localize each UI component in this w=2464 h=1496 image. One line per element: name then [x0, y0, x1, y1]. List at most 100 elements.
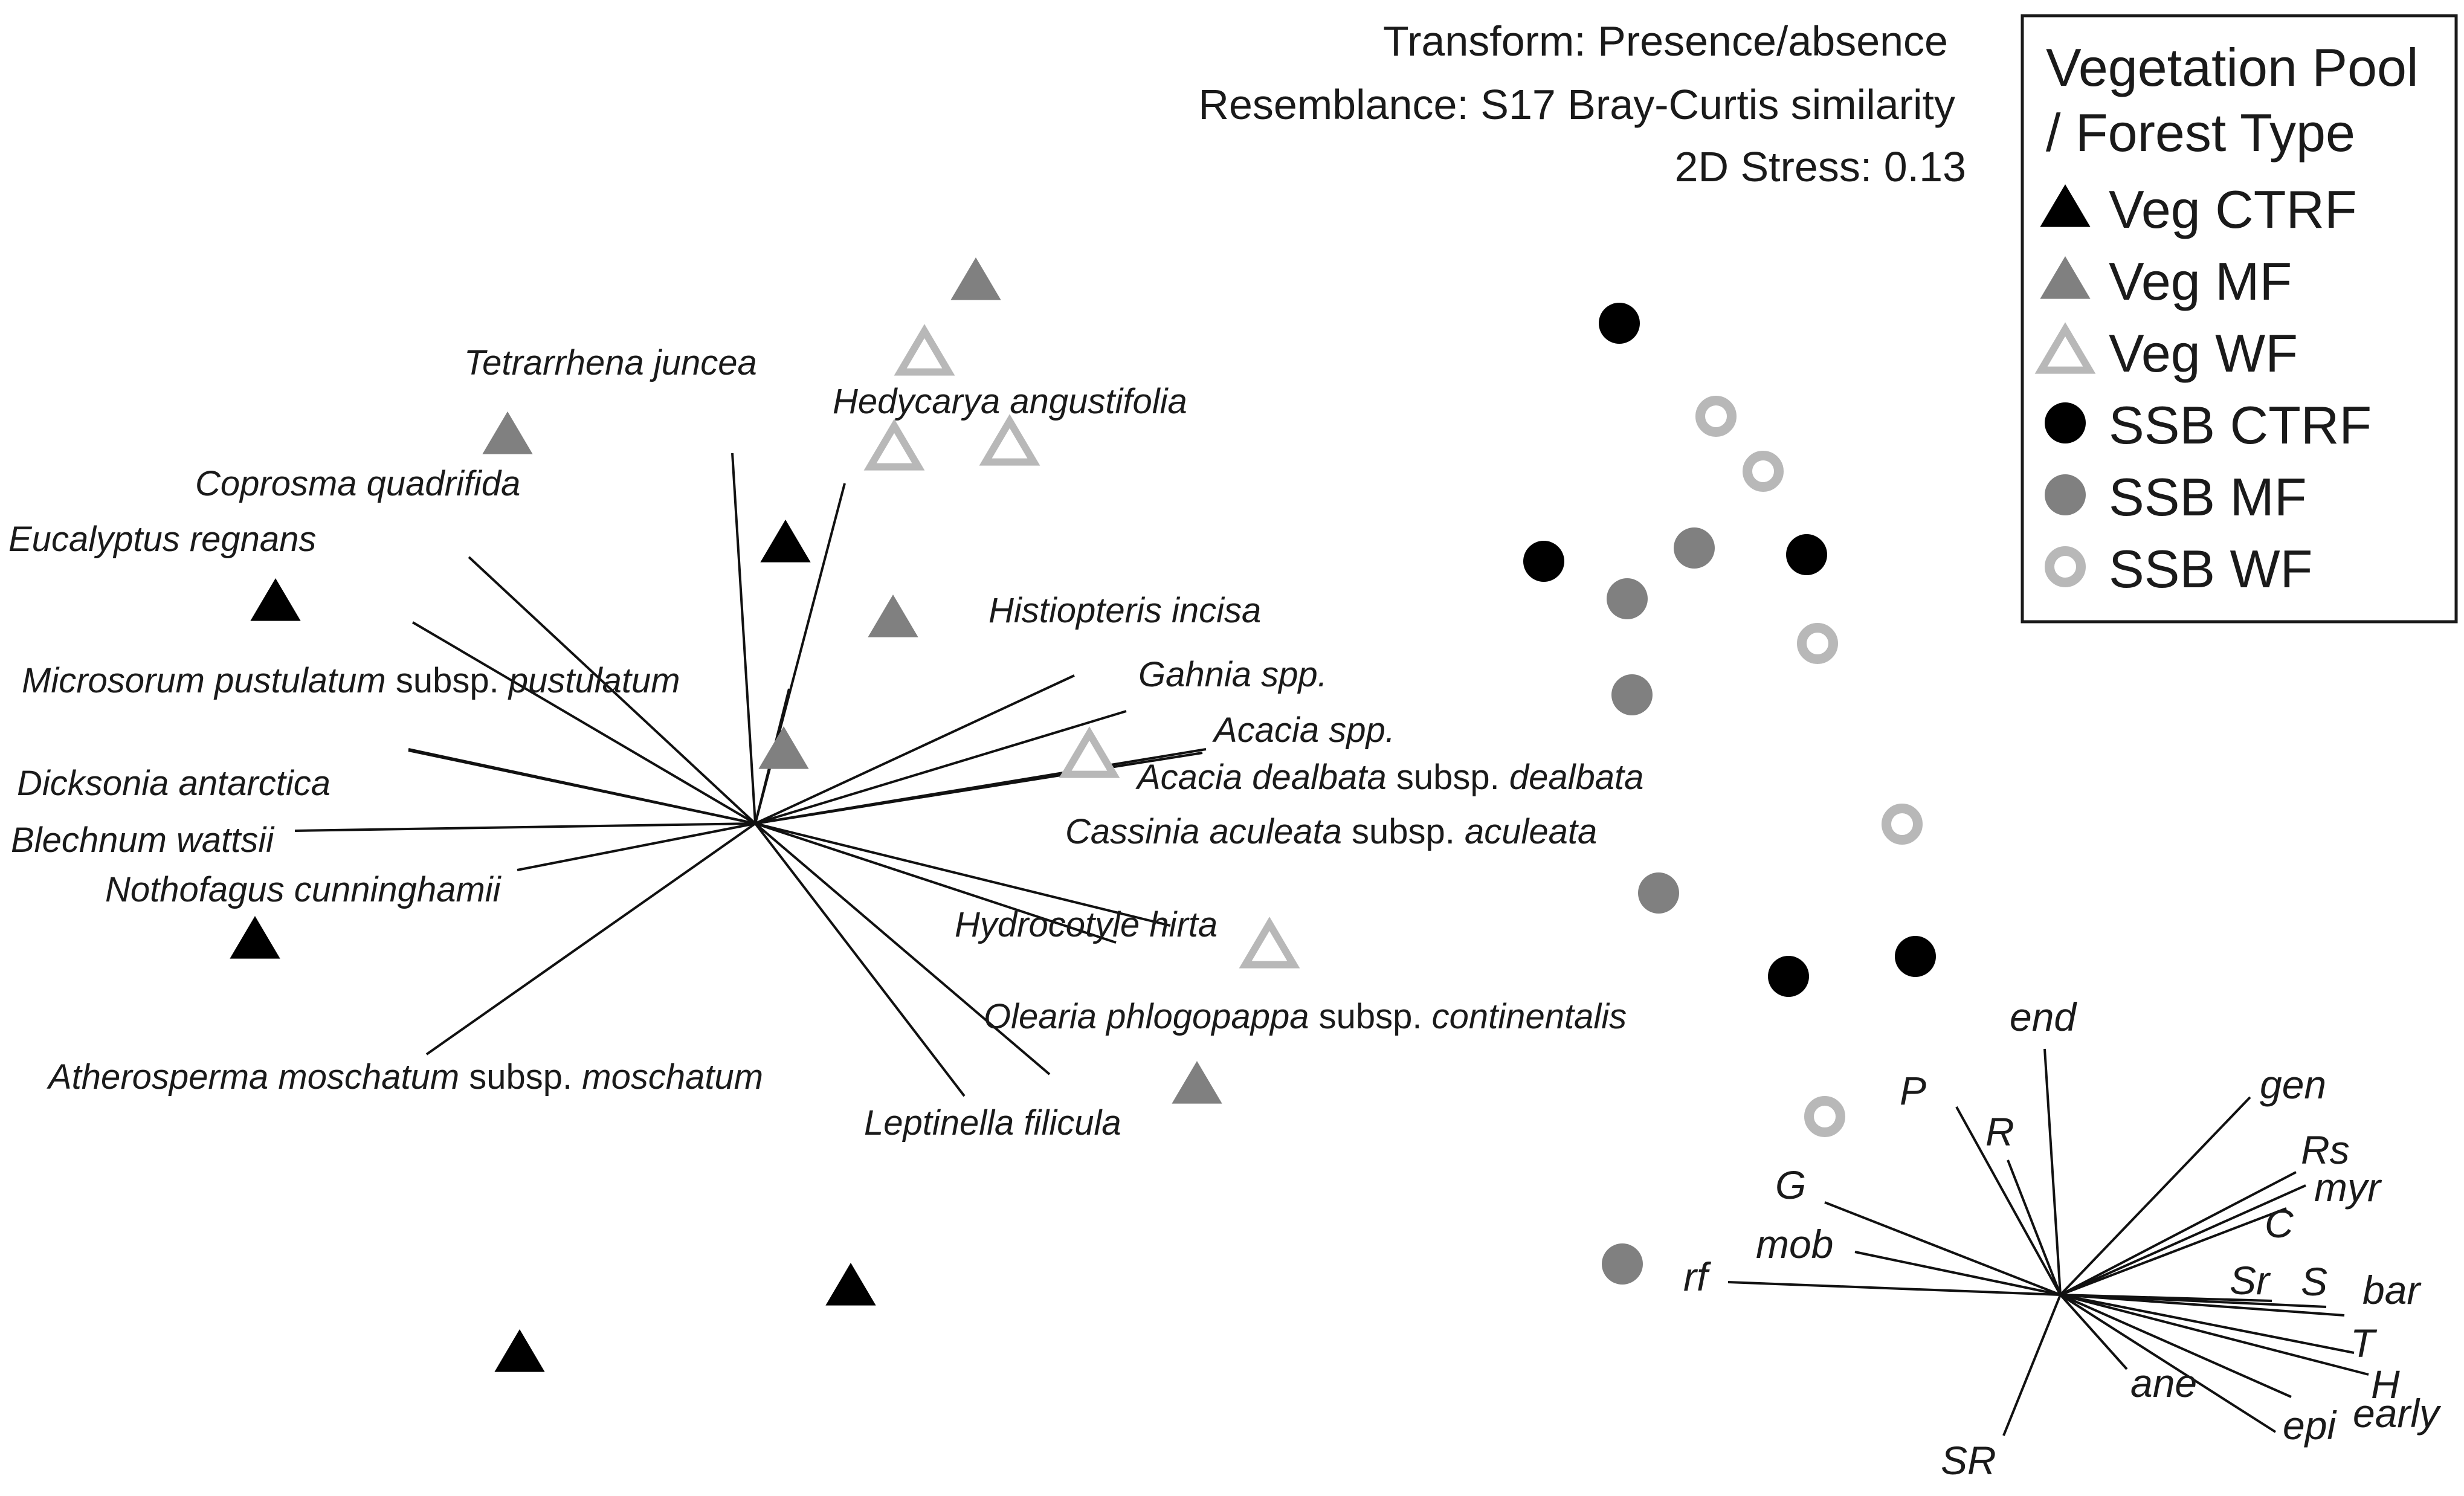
- species-vector-layer: [294, 453, 1207, 1097]
- point-ssb-wf-5: [1804, 1096, 1845, 1137]
- point-ssb-wf-4: [1882, 804, 1923, 845]
- species-label-histiopteris: Histiopteris incisa: [989, 591, 1261, 630]
- sample-point-layer: [230, 257, 1936, 1372]
- trait-vector-h: [2060, 1294, 2369, 1376]
- point-veg-wf-5: [1239, 917, 1300, 969]
- trait-vector-mob: [1854, 1251, 2061, 1296]
- species-label-olearia: Olearia phlogopappa subsp. continentalis: [984, 997, 1627, 1036]
- point-ssb-ctrf-3: [1786, 534, 1827, 575]
- point-veg-mf-5: [1172, 1061, 1222, 1104]
- point-veg-ctrf-3: [230, 916, 280, 959]
- trait-label-rs: Rs: [2301, 1127, 2350, 1172]
- legend-marker-ssb-wf: [2045, 546, 2086, 587]
- point-veg-mf-1: [950, 257, 1001, 300]
- species-vector-eucalyptus-regnans: [411, 621, 756, 825]
- point-veg-ctrf-4: [825, 1263, 876, 1306]
- legend-title-line-1: Vegetation Pool: [2046, 37, 2419, 97]
- point-veg-wf-3: [979, 414, 1040, 466]
- trait-label-sr: Sr: [2230, 1258, 2271, 1303]
- trait-label-t: T: [2350, 1321, 2378, 1365]
- species-vector-olearia-phlogopappa: [754, 822, 1051, 1075]
- trait-vector-c: [2060, 1207, 2287, 1296]
- trait-vector-g: [1824, 1201, 2061, 1296]
- trait-label-sr-richness: SR: [1941, 1438, 1996, 1483]
- point-ssb-mf-2: [1607, 578, 1648, 619]
- legend: Vegetation Pool / Forest Type Veg CTRF Ve…: [2021, 14, 2458, 624]
- trait-vector-rf: [1727, 1281, 2061, 1296]
- species-label-layer: Tetrarrhena juncea Hedycarya angustifoli…: [8, 343, 1643, 1143]
- point-veg-wf-4: [1059, 726, 1120, 778]
- species-vector-leptinella-filicula: [754, 822, 966, 1097]
- trait-label-r: R: [1985, 1109, 2014, 1154]
- trait-label-bar: bar: [2362, 1268, 2422, 1312]
- trait-label-p: P: [1900, 1068, 1926, 1113]
- species-vector-gahnia-spp: [755, 710, 1127, 825]
- legend-marker-veg-ctrf: [2040, 184, 2091, 227]
- species-label-dicksonia: Dicksonia antarctica: [17, 764, 331, 803]
- point-veg-wf-2: [863, 419, 925, 471]
- species-label-blechnum: Blechnum wattsii: [11, 821, 275, 860]
- point-ssb-wf-1: [1695, 396, 1737, 437]
- trait-label-early: early: [2353, 1391, 2442, 1436]
- trait-label-end: end: [2010, 995, 2077, 1039]
- species-vector-hydrocotyle-hirta: [755, 822, 1117, 944]
- trait-vector-myr: [2060, 1184, 2306, 1296]
- species-label-nothofagus: Nothofagus cunninghamii: [105, 870, 502, 909]
- legend-entry-ssb-wf: SSB WF: [2045, 539, 2312, 599]
- species-vector-histiopteris-incisa: [755, 674, 1075, 825]
- trait-label-h: H: [2371, 1362, 2400, 1407]
- point-ssb-mf-3: [1611, 674, 1653, 715]
- legend-marker-ssb-mf: [2045, 474, 2086, 515]
- trait-vector-early: [2060, 1294, 2292, 1398]
- trait-label-myr: myr: [2314, 1165, 2382, 1210]
- species-label-cassinia: Cassinia aculeata subsp. aculeata: [1065, 812, 1597, 851]
- trait-vector-t: [2060, 1294, 2355, 1354]
- trait-label-g: G: [1775, 1162, 1806, 1207]
- trait-vector-end: [2043, 1048, 2062, 1295]
- info-stress: 2D Stress: 0.13: [1675, 143, 1966, 190]
- species-label-microsorum: Microsorum pustulatum subsp. pustulatum: [22, 661, 680, 700]
- trait-vector-bar: [2060, 1294, 2345, 1317]
- point-ssb-mf-1: [1674, 527, 1715, 569]
- species-label-gahnia: Gahnia spp.: [1138, 655, 1327, 694]
- species-vector-acacia-dealbata: [755, 748, 1207, 825]
- species-label-acacia-spp: Acacia spp.: [1212, 711, 1395, 750]
- point-ssb-ctrf-2: [1523, 541, 1564, 582]
- point-ssb-ctrf-4: [1768, 956, 1809, 997]
- point-veg-ctrf-1: [250, 578, 301, 621]
- trait-vector-layer: [1727, 1048, 2369, 1436]
- trait-label-mob: mob: [1756, 1222, 1833, 1266]
- point-veg-mf-4: [758, 726, 809, 769]
- legend-label-veg-mf: Veg MF: [2109, 251, 2292, 311]
- legend-marker-veg-mf: [2040, 256, 2091, 299]
- legend-entry-veg-mf: Veg MF: [2040, 251, 2292, 311]
- legend-title-line-2: / Forest Type: [2046, 103, 2355, 163]
- trait-label-s: S: [2301, 1259, 2327, 1304]
- species-label-tetrarrhena: Tetrarrhena juncea: [464, 343, 757, 382]
- species-label-leptinella: Leptinella filicula: [864, 1103, 1121, 1143]
- trait-vector-p: [1955, 1106, 2062, 1295]
- point-ssb-wf-2: [1743, 451, 1784, 492]
- point-ssb-wf-3: [1797, 623, 1838, 664]
- legend-label-ssb-ctrf: SSB CTRF: [2109, 395, 2372, 455]
- trait-vector-sr: [2002, 1294, 2062, 1436]
- point-ssb-mf-4: [1638, 872, 1679, 914]
- species-vector-atherosperma-moschatum: [425, 822, 756, 1056]
- trait-vector-gen: [2059, 1096, 2251, 1296]
- species-label-hydrocotyle: Hydrocotyle hirta: [955, 905, 1217, 944]
- species-vector-coprosma-quadrifida: [468, 556, 756, 825]
- trait-vector-epi: [2059, 1294, 2277, 1433]
- point-ssb-mf-5: [1602, 1243, 1643, 1285]
- trait-label-layer: end P R gen Rs myr C G mob rf Sr S bar T…: [1683, 995, 2442, 1483]
- species-label-atherosperma: Atherosperma moschatum subsp. moschatum: [47, 1057, 763, 1097]
- legend-label-veg-wf: Veg WF: [2109, 323, 2298, 383]
- point-veg-ctrf-5: [494, 1329, 545, 1372]
- point-veg-mf-3: [868, 595, 918, 637]
- trait-label-rf: rf: [1683, 1254, 1712, 1299]
- trait-label-ane: ane: [2130, 1361, 2197, 1405]
- legend-label-veg-ctrf: Veg CTRF: [2109, 179, 2357, 239]
- legend-frame: [2021, 14, 2458, 624]
